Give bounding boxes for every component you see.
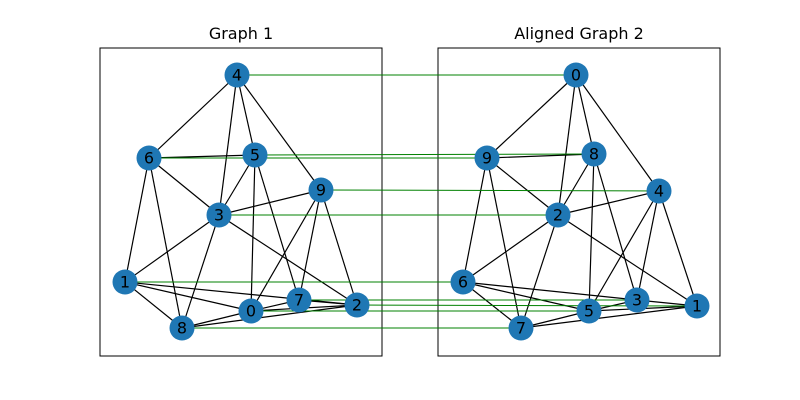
graph2-node-label-6: 6 (458, 273, 468, 292)
graph1-edge-1-0 (124, 281, 252, 312)
graph2-edge-9-6 (462, 157, 488, 283)
graph1-node-label-5: 5 (250, 146, 260, 165)
graph2-edge-4-1 (658, 190, 698, 307)
graph1-edge-5-7 (254, 154, 300, 301)
graph1-node-label-8: 8 (177, 319, 187, 338)
graph2-node-label-2: 2 (553, 206, 563, 225)
graph2-edge-0-9 (486, 74, 577, 159)
graph2-node-label-7: 7 (516, 319, 526, 338)
graph1-node-4 (224, 62, 250, 88)
graph1-edge-4-6 (148, 74, 238, 159)
graph1-edge-6-8 (148, 157, 183, 329)
graph2-node-label-4: 4 (654, 182, 664, 201)
graph2-edge-9-7 (486, 157, 522, 329)
graph1-nodes: 0 1 2 3 4 5 6 7 8 9 (112, 62, 370, 341)
graph1-edge-9-2 (320, 189, 358, 306)
graph2-edge-2-6 (462, 214, 559, 283)
graph1-edge-6-3 (148, 157, 220, 216)
graph1-node-label-3: 3 (214, 206, 224, 225)
graph2-edge-6-5 (462, 281, 590, 312)
graph2-node-label-1: 1 (692, 297, 702, 316)
graph1-node-3 (206, 202, 232, 228)
graph1-edge-4-5 (236, 74, 256, 156)
panel-frame-graph1 (99, 47, 383, 357)
graph2-edge-7-1 (520, 305, 698, 329)
graph1-edge-3-1 (124, 214, 220, 283)
graph2-node-2 (545, 202, 571, 228)
graph2-node-label-5: 5 (584, 302, 594, 321)
graph2-node-6 (450, 269, 476, 295)
graph1-node-0 (238, 298, 264, 324)
graph1-node-label-1: 1 (120, 273, 130, 292)
graph2-edge-0-4 (575, 74, 660, 192)
graph1-edge-8-2 (181, 304, 358, 329)
graph1-edge-3-8 (181, 214, 220, 329)
graph1-node-label-6: 6 (144, 149, 154, 168)
graph2-edge-4-5 (588, 190, 660, 312)
graph1-title: Graph 1 (209, 24, 273, 43)
graph2-node-label-3: 3 (632, 291, 642, 310)
graph2-node-1 (684, 293, 710, 319)
graph1-node-label-7: 7 (294, 291, 304, 310)
graph1-node-label-4: 4 (232, 66, 242, 85)
graph2-edge-2-1 (557, 214, 698, 307)
graph2-node-7 (508, 315, 534, 341)
graph2-edge-6-3 (462, 281, 638, 301)
graph1-node-9 (308, 177, 334, 203)
graph2-edge-8-3 (593, 153, 638, 301)
alignment-line-9-4 (320, 189, 660, 192)
graph2-node-5 (576, 298, 602, 324)
alignment-line-5-8 (254, 153, 595, 156)
alignment-lines (125, 74, 698, 329)
graph2-edge-0-8 (575, 74, 595, 155)
graph1-node-5 (242, 142, 268, 168)
graph2-edge-2-7 (520, 214, 559, 329)
graph2-node-label-9: 9 (482, 149, 492, 168)
graph1-node-8 (169, 315, 195, 341)
graph2-edge-9-8 (486, 153, 595, 159)
graph1-edge-4-3 (218, 74, 238, 216)
graph2-edge-0-2 (557, 74, 577, 216)
graph2-nodes: 0 1 2 3 4 5 6 7 8 9 (450, 62, 710, 341)
graph2-edge-9-2 (486, 157, 559, 216)
graph1-edge-3-9 (218, 189, 322, 216)
graph1-node-1 (112, 269, 138, 295)
graph2-node-label-8: 8 (589, 145, 599, 164)
panel-frame-graph2 (437, 47, 721, 357)
graph1-node-7 (286, 287, 312, 313)
graph2-node-label-0: 0 (571, 66, 581, 85)
graph2-node-9 (474, 145, 500, 171)
graph1-edge-9-7 (298, 189, 322, 301)
graph1-edge-3-2 (218, 214, 358, 306)
graph2-title: Aligned Graph 2 (514, 24, 644, 43)
graph2-node-0 (563, 62, 589, 88)
graph1-edge-4-9 (236, 74, 322, 191)
graph2-node-3 (624, 287, 650, 313)
graph2-node-8 (581, 141, 607, 167)
graph1-node-2 (344, 292, 370, 318)
graph1-node-label-9: 9 (316, 181, 326, 200)
graph2-edge-8-5 (588, 153, 595, 312)
graph1-node-label-0: 0 (246, 302, 256, 321)
graph1-edge-9-0 (250, 189, 322, 312)
graph1-node-6 (136, 145, 162, 171)
graph2-edge-4-3 (636, 190, 660, 301)
graph2-edge-2-4 (557, 190, 660, 216)
graph1-node-label-2: 2 (352, 296, 362, 315)
graph2-node-4 (646, 178, 672, 204)
graph1-edge-5-0 (250, 154, 256, 312)
graph1-edge-6-1 (124, 157, 150, 283)
